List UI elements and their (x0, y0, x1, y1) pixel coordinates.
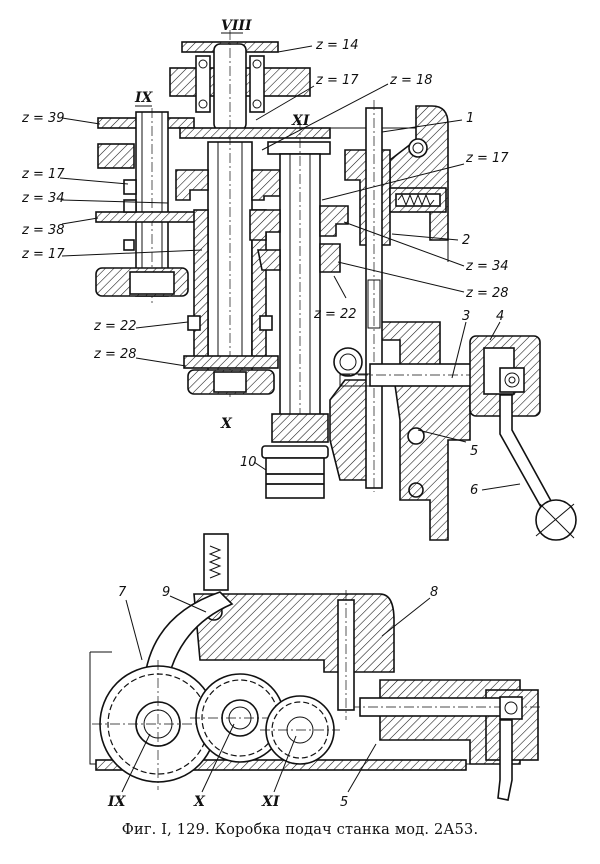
shaft-label-viii: VIII (221, 18, 252, 34)
gear-label-z17-ix-lower: z = 17 (21, 247, 65, 262)
leader-part-5-upper (417, 429, 467, 443)
leader-lower-x (201, 723, 235, 793)
lower-end-view: IX X XI 7 9 8 5 (89, 533, 540, 810)
rack-1 (365, 100, 383, 492)
leader-z34-right (343, 221, 465, 267)
handle-6 (499, 394, 577, 541)
gear-label-z17-ix-upper: z = 17 (21, 167, 65, 182)
leader-z17-ix-lower (61, 249, 203, 257)
lower-part-number-5: 5 (340, 795, 348, 810)
shaft-ix (95, 108, 209, 304)
leader-part-2 (391, 233, 459, 241)
gear-label-z22-xi: z = 22 (313, 307, 357, 322)
figure-caption: Фиг. I, 129. Коробка подач станка мод. 2… (121, 822, 479, 838)
gear-label-z28-x: z = 28 (93, 347, 137, 362)
leader-lower-xi (273, 735, 297, 793)
part-number-4: 4 (496, 309, 504, 324)
lower-shaft-label-ix: IX (107, 794, 127, 810)
spring-plunger (389, 187, 447, 213)
leader-part-8 (381, 597, 431, 637)
leader-z17-top (255, 85, 315, 121)
gear-label-z38: z = 38 (21, 223, 65, 238)
lower-part-number-9: 9 (162, 585, 170, 600)
shaft-xi (249, 120, 349, 443)
shaft-label-x: X (220, 416, 233, 432)
leader-part-10 (253, 461, 267, 471)
leader-z38 (61, 217, 99, 225)
part-number-6: 6 (470, 483, 478, 498)
leader-part-1 (381, 119, 463, 133)
part-number-5-upper: 5 (470, 444, 478, 459)
leader-z18 (261, 83, 389, 151)
leader-z22-x (135, 321, 189, 329)
shaft-viii (169, 30, 311, 140)
lower-part-number-8: 8 (430, 585, 438, 600)
leader-z28-right (337, 261, 465, 293)
leader-lower-ix (121, 733, 151, 793)
gear-label-z22-x: z = 22 (93, 319, 137, 334)
gear-label-z17-top: z = 17 (315, 73, 359, 88)
leader-z39 (61, 117, 101, 125)
upper-sectional-view: VIII IX XI X z = 39 z = 17 z = 34 z = 38… (21, 18, 577, 541)
leader-part-3 (451, 321, 467, 379)
leader-z28-x (135, 357, 187, 367)
leader-z14 (277, 45, 313, 53)
gear-label-z14: z = 14 (315, 38, 359, 53)
gear-label-z18: z = 18 (389, 73, 433, 88)
part-number-1: 1 (466, 111, 474, 126)
leader-part-4 (489, 321, 501, 341)
leader-lower-part-5 (347, 743, 377, 793)
shaft-3-assembly (333, 335, 541, 417)
shaft-x (175, 127, 331, 400)
leader-z17-ix-upper (59, 177, 129, 185)
leader-z17-right (321, 163, 465, 201)
leader-part-7 (125, 599, 143, 661)
shaft-label-xi: XI (291, 113, 310, 129)
coupling-10 (261, 445, 329, 499)
leader-z22-xi (333, 275, 347, 299)
leader-z34-ix (61, 199, 169, 204)
gear-label-z28-right: z = 28 (465, 286, 509, 301)
gear-label-z39: z = 39 (21, 111, 65, 126)
leader-part-6 (481, 483, 521, 491)
lower-part-number-7: 7 (118, 585, 127, 600)
part-number-2: 2 (462, 233, 470, 248)
gear-label-z17-right: z = 17 (465, 151, 509, 166)
part-number-3: 3 (462, 309, 470, 324)
shaft-label-ix: IX (134, 90, 154, 106)
leader-part-9 (169, 595, 207, 613)
lower-shaft-label-x: X (193, 794, 206, 810)
lower-shaft-label-xi: XI (261, 794, 280, 810)
gear-label-z34-right: z = 34 (465, 259, 509, 274)
gear-label-z34-ix: z = 34 (21, 191, 65, 206)
part-number-10: 10 (240, 455, 257, 470)
